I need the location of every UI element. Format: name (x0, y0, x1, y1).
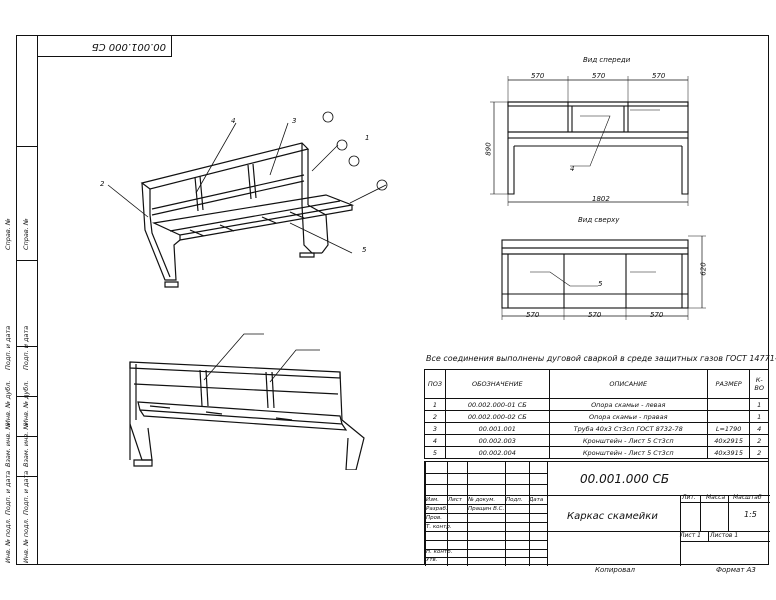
tb-col-doc: № докум. (468, 497, 496, 503)
spec-cell-qty: 2 (749, 434, 769, 447)
rotated-code-box: 00.001.000 СБ (37, 35, 172, 57)
footer-copied: Копировал (595, 566, 635, 574)
tb-row-prov: Пров. (426, 515, 442, 521)
strip-label-sprav-inner: Справ. № (22, 218, 30, 250)
top-callout-5: 5 (598, 280, 603, 288)
iso-callout-5: 5 (362, 246, 367, 254)
strip-label-vzam-inner: Взам. инв. № (22, 422, 30, 467)
spec-cell-code: 00.002.004 (444, 446, 550, 459)
front-dim-1: 570 (531, 72, 545, 80)
spec-row: 3 00.001.001 Труба 40х3 Ст3сп ГОСТ 8732-… (424, 422, 769, 435)
front-dim-2: 570 (592, 72, 606, 80)
footer-format: Формат А3 (716, 566, 756, 574)
strip-label-podp1: Подп. и дата (4, 325, 12, 370)
spec-cell-code: 00.002.000-01 СБ (444, 398, 550, 411)
spec-header-qty: К-ВО (749, 369, 769, 399)
spec-row: 2 00.002.000-02 СБ Опора скамьи - правая… (424, 410, 769, 423)
front-view-title: Вид спереди (583, 56, 631, 64)
strip-label-inv-dubl-inner: Инв. № дубл. (22, 380, 30, 425)
tb-col-list: Лист (448, 497, 462, 503)
tb-sheet: Лист 1 (680, 532, 701, 539)
tb-sheets: Листов 1 (710, 532, 739, 539)
tb-row-tkontr: Т. контр. (426, 524, 452, 530)
front-dim-3: 570 (652, 72, 666, 80)
drawing-frame (37, 35, 769, 565)
tb-col-sign: Подп. (506, 497, 523, 503)
spec-cell-qty: 1 (749, 410, 769, 423)
spec-cell-size: 40х3915 (706, 446, 751, 459)
strip-label-sprav: Справ. № (4, 218, 12, 250)
tb-col-date: Дата (529, 497, 544, 503)
tb-mass-label: Масса (706, 494, 726, 501)
tb-row-nkontr: Н. контр. (426, 549, 453, 555)
spec-row: 4 00.002.003 Кронштейн - Лист 5 Ст3сп 40… (424, 434, 769, 447)
front-callout-4: 4 (570, 165, 575, 173)
spec-cell-desc: Опора скамьи - правая (548, 410, 708, 423)
spec-row: 5 00.002.004 Кронштейн - Лист 5 Ст3сп 40… (424, 446, 769, 459)
top-view-title: Вид сверху (578, 216, 620, 224)
spec-cell-code: 00.002.003 (444, 434, 550, 447)
front-dim-total: 1802 (592, 195, 610, 203)
spec-cell-size (706, 410, 751, 423)
strip-label-vzam: Взам. инв. № (4, 422, 12, 467)
isometric-view-main (107, 111, 388, 288)
strip-label-podp2-inner: Подп. и дата (22, 470, 30, 515)
tb-lit-label: Лит. (682, 494, 696, 501)
spec-cell-code: 00.002.000-02 СБ (444, 410, 550, 423)
strip-label-inv-podl: Инв. № подл. (4, 518, 12, 563)
spec-header-code: ОБОЗНАЧЕНИЕ (444, 369, 550, 399)
rotated-doc-code: 00.001.000 СБ (91, 41, 166, 52)
front-view (490, 76, 689, 206)
spec-cell-desc: Труба 40х3 Ст3сп ГОСТ 8732-78 (548, 422, 708, 435)
spec-cell-size: 40х2915 (706, 434, 751, 447)
spec-header-pos: ПОЗ (424, 369, 446, 399)
tb-scale-label: Масштаб (733, 494, 762, 501)
iso-callout-2: 2 (100, 180, 105, 188)
welding-note: Все соединения выполнены дуговой сваркой… (426, 354, 776, 363)
spec-cell-code: 00.001.001 (444, 422, 550, 435)
iso-callout-4: 4 (231, 117, 236, 125)
tb-col-izm: Изм. (426, 497, 439, 503)
tb-row-utv: Утв. (426, 557, 438, 563)
spec-header-size: РАЗМЕР (706, 369, 751, 399)
spec-table: ПОЗ ОБОЗНАЧЕНИЕ ОПИСАНИЕ РАЗМЕР К-ВО 1 0… (424, 369, 769, 459)
left-margin-strip (16, 35, 38, 565)
spec-row: 1 00.002.000-01 СБ Опора скамьи - левая … (424, 398, 769, 411)
iso-callout-3: 3 (292, 117, 297, 125)
top-dim-1: 570 (526, 311, 540, 319)
tb-row-razrab: Разраб. (426, 506, 448, 512)
iso-callout-1: 1 (365, 134, 370, 142)
spec-cell-pos: 5 (424, 446, 446, 459)
spec-cell-desc: Кронштейн - Лист 5 Ст3сп (548, 434, 708, 447)
spec-cell-qty: 1 (749, 398, 769, 411)
strip-label-podp1-inner: Подп. и дата (22, 325, 30, 370)
strip-label-inv-podl-inner: Инв. № подл. (22, 518, 30, 563)
strip-label-inv-dubl: Инв. № дубл. (4, 380, 12, 425)
spec-cell-pos: 2 (424, 410, 446, 423)
spec-header-desc: ОПИСАНИЕ (548, 369, 708, 399)
spec-cell-pos: 3 (424, 422, 446, 435)
spec-cell-qty: 4 (749, 422, 769, 435)
top-view (501, 235, 706, 320)
spec-cell-size (706, 398, 751, 411)
spec-cell-size: L=1790 (706, 422, 751, 435)
spec-cell-desc: Опора скамьи - левая (548, 398, 708, 411)
title-block-code: 00.001.000 СБ (580, 472, 670, 486)
front-dim-height: 890 (484, 142, 493, 156)
top-dim-3: 570 (650, 311, 664, 319)
title-block (424, 461, 770, 566)
tb-razrab-name: Пращин В.С. (468, 506, 505, 512)
isometric-view-secondary (129, 333, 365, 470)
strip-label-podp2: Подп. и дата (4, 470, 12, 515)
spec-cell-qty: 2 (749, 446, 769, 459)
spec-cell-pos: 1 (424, 398, 446, 411)
title-block-name: Каркас скамейки (567, 511, 658, 522)
top-dim-2: 570 (588, 311, 602, 319)
spec-cell-desc: Кронштейн - Лист 5 Ст3сп (548, 446, 708, 459)
tb-scale: 1:5 (744, 510, 757, 519)
spec-cell-pos: 4 (424, 434, 446, 447)
top-dim-height: 620 (699, 262, 708, 276)
